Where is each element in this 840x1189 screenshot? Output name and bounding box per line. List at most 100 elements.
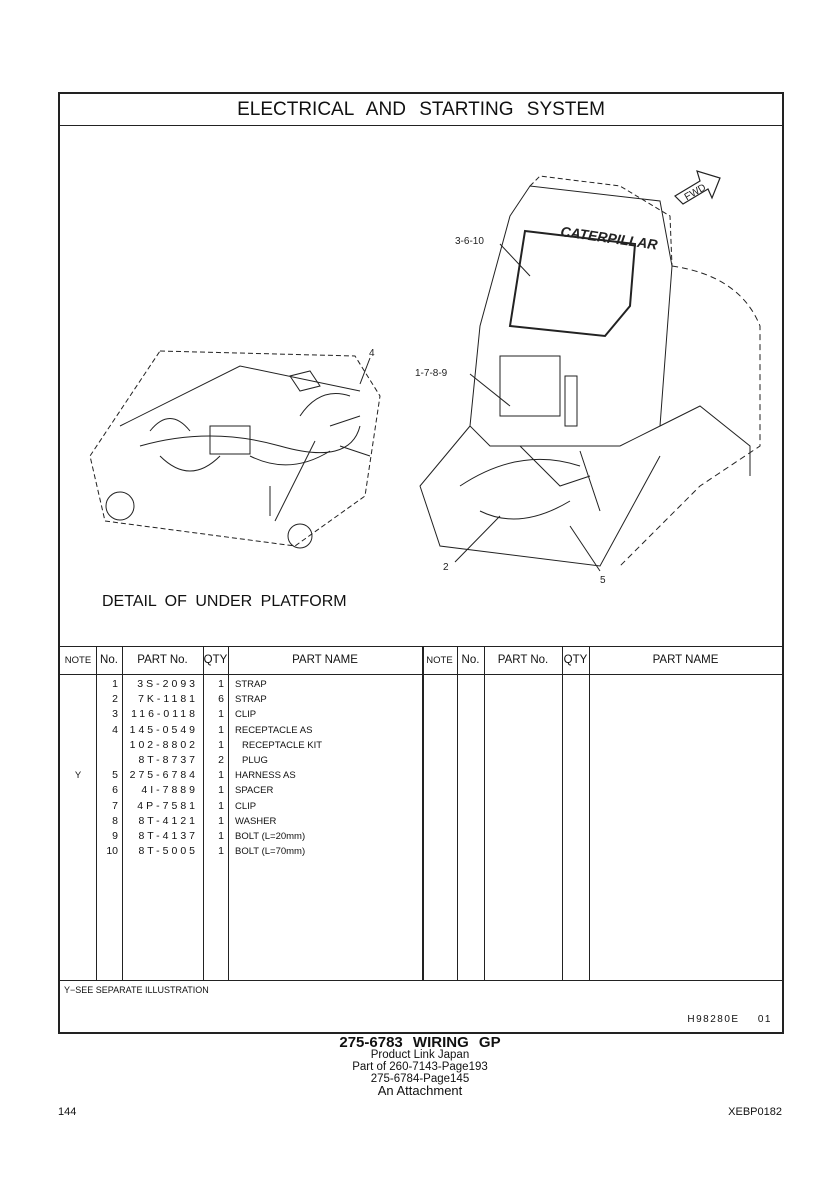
- row-qty: 1: [218, 784, 224, 797]
- fwd-arrow-icon: FWD: [674, 170, 721, 205]
- row-no: 9: [112, 829, 118, 842]
- table-row: 4 145-0549 1 RECEPTACLE AS: [60, 723, 782, 738]
- header-part-name: PART NAME: [292, 654, 358, 666]
- callout-4: 4: [369, 348, 375, 359]
- table-row: 10 8T-5005 1 BOLT (L=70mm): [60, 844, 782, 859]
- table-row: 7 4P-7581 1 CLIP: [60, 799, 782, 814]
- group-line: Product Link Japan: [370, 1049, 470, 1061]
- row-qty: 1: [218, 799, 224, 812]
- row-no: 8: [112, 814, 118, 827]
- header-part-no: PART No.: [137, 654, 188, 666]
- illustration-rev: 01: [757, 1014, 772, 1025]
- row-part-no: 102-8802: [129, 738, 198, 751]
- row-part-no: 116-0118: [131, 708, 198, 721]
- divider: [562, 646, 564, 980]
- row-part-no: 275-6784: [129, 769, 198, 782]
- header-note: NOTE: [64, 655, 92, 666]
- row-part-name: BOLT (L=70mm): [235, 846, 306, 858]
- header-part-no-2: PART No.: [497, 654, 549, 666]
- row-part-no: 3S-2093: [137, 678, 198, 690]
- row-part-name: CLIP: [235, 709, 257, 721]
- group-title: 275-6783 WIRING GP: [339, 1034, 501, 1051]
- table-row: 1 3S-2093 1 STRAP: [60, 677, 782, 692]
- row-qty: 1: [218, 845, 224, 858]
- row-qty: 1: [218, 708, 224, 721]
- svg-text:FWD: FWD: [683, 182, 708, 203]
- header-no: No.: [100, 654, 118, 666]
- callout-2: 2: [443, 562, 449, 573]
- footnote: Y−SEE SEPARATE ILLUSTRATION: [64, 985, 209, 995]
- row-qty: 1: [218, 814, 224, 827]
- page-number: 144: [58, 1106, 77, 1118]
- row-qty: 1: [218, 829, 224, 842]
- row-part-name: RECEPTACLE KIT: [242, 739, 323, 751]
- divider: [228, 646, 230, 980]
- parts-frame: ELECTRICAL AND STARTING SYSTEM: [58, 92, 784, 1034]
- callout-3-6-10: 3-6-10: [455, 236, 484, 247]
- row-qty: 1: [218, 769, 224, 782]
- row-no: 2: [112, 693, 118, 706]
- row-qty: 1: [218, 678, 224, 690]
- group-line: An Attachment: [377, 1083, 463, 1098]
- row-part-name: CLIP: [235, 800, 257, 812]
- section-title: ELECTRICAL AND STARTING SYSTEM: [60, 94, 782, 126]
- row-no: 10: [106, 845, 118, 858]
- row-part-no: 4P-7581: [137, 799, 198, 812]
- table-header: NOTE No. PART No. QTY PART NAME NOTE No.…: [60, 646, 782, 675]
- table-row: 9 8T-4137 1 BOLT (L=20mm): [60, 829, 782, 844]
- row-part-no: 145-0549: [129, 723, 198, 736]
- illustration-code: H98280E: [687, 1014, 740, 1025]
- row-part-name: STRAP: [235, 694, 267, 706]
- row-qty: 1: [218, 738, 224, 751]
- row-part-name: RECEPTACLE AS: [235, 724, 313, 736]
- header-part-name-2: PART NAME: [652, 654, 719, 666]
- under-platform-detail: [89, 350, 381, 549]
- row-part-name: WASHER: [235, 815, 277, 827]
- row-no: 4: [112, 723, 118, 736]
- divider: [457, 646, 459, 980]
- row-no: 6: [112, 784, 118, 797]
- row-part-name: STRAP: [235, 679, 267, 690]
- caterpillar-logo: CATERPILLAR: [560, 223, 660, 253]
- table-row: Y 5 275-6784 1 HARNESS AS: [60, 768, 782, 783]
- row-part-name: HARNESS AS: [235, 770, 296, 782]
- group-line: 275-6784-Page145: [370, 1073, 470, 1085]
- group-info: Product Link Japan Part of 260-7143-Page…: [0, 1049, 840, 1097]
- row-part-name: BOLT (L=20mm): [235, 830, 306, 842]
- callout-1-7-8-9: 1-7-8-9: [415, 368, 448, 379]
- row-no: 3: [112, 708, 118, 721]
- divider: [589, 646, 591, 980]
- table-footer: Y−SEE SEPARATE ILLUSTRATION H98280E 01: [60, 980, 782, 1033]
- illustration: CATERPILLAR FWD 3-6-10 1-7-8-9 4 2 5 DET…: [60, 126, 782, 646]
- table-row: 3 116-0118 1 CLIP: [60, 707, 782, 722]
- header-qty: QTY: [203, 654, 228, 666]
- row-part-no: 8T-4137: [138, 829, 198, 842]
- header-note-2: NOTE: [426, 655, 453, 666]
- detail-caption: DETAIL OF UNDER PLATFORM: [102, 593, 347, 610]
- table-row: 102-8802 1 RECEPTACLE KIT: [60, 738, 782, 753]
- cab-drawing: CATERPILLAR: [419, 175, 761, 567]
- divider: [422, 646, 424, 980]
- row-part-no: 8T-4121: [138, 814, 198, 827]
- row-no: 5: [112, 769, 118, 782]
- row-part-no: 4I-7889: [141, 784, 198, 797]
- row-qty: 2: [218, 753, 224, 766]
- divider: [122, 646, 124, 980]
- row-qty: 1: [218, 723, 224, 736]
- row-no: 7: [112, 799, 118, 812]
- divider: [203, 646, 205, 980]
- row-note: Y: [74, 770, 82, 782]
- row-no: 1: [112, 678, 118, 690]
- divider: [484, 646, 486, 980]
- header-qty-2: QTY: [563, 654, 588, 666]
- row-qty: 6: [218, 693, 224, 706]
- doc-code: XEBP0182: [728, 1106, 782, 1118]
- header-no-2: No.: [461, 654, 480, 666]
- row-part-no: 8T-5005: [138, 845, 198, 858]
- group-line: Part of 260-7143-Page193: [352, 1061, 488, 1073]
